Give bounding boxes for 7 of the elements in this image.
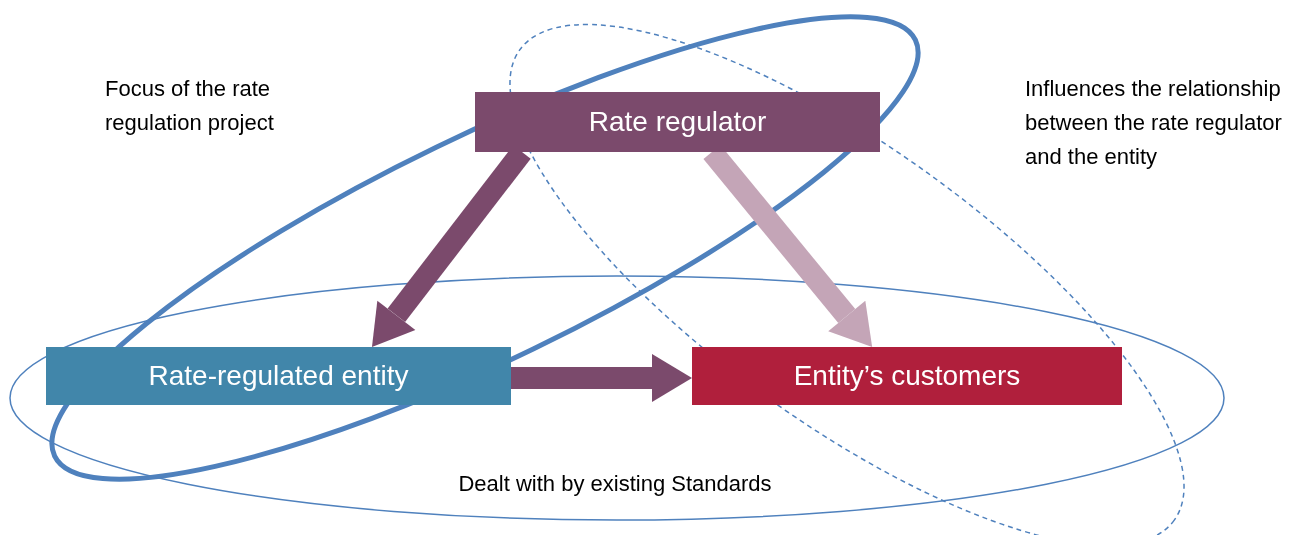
block-arrow — [511, 353, 692, 402]
note-text: Dealt with by existing Standards — [457, 470, 773, 498]
entity-box: Rate-regulated entity — [46, 347, 511, 405]
note-text: Focus of the rate regulation project — [105, 75, 275, 137]
entity-box: Entity’s customers — [692, 347, 1122, 405]
note-text: Influences the relationship between the rate regulator and the entity — [1025, 75, 1283, 171]
entity-box: Rate regulator — [475, 92, 880, 152]
